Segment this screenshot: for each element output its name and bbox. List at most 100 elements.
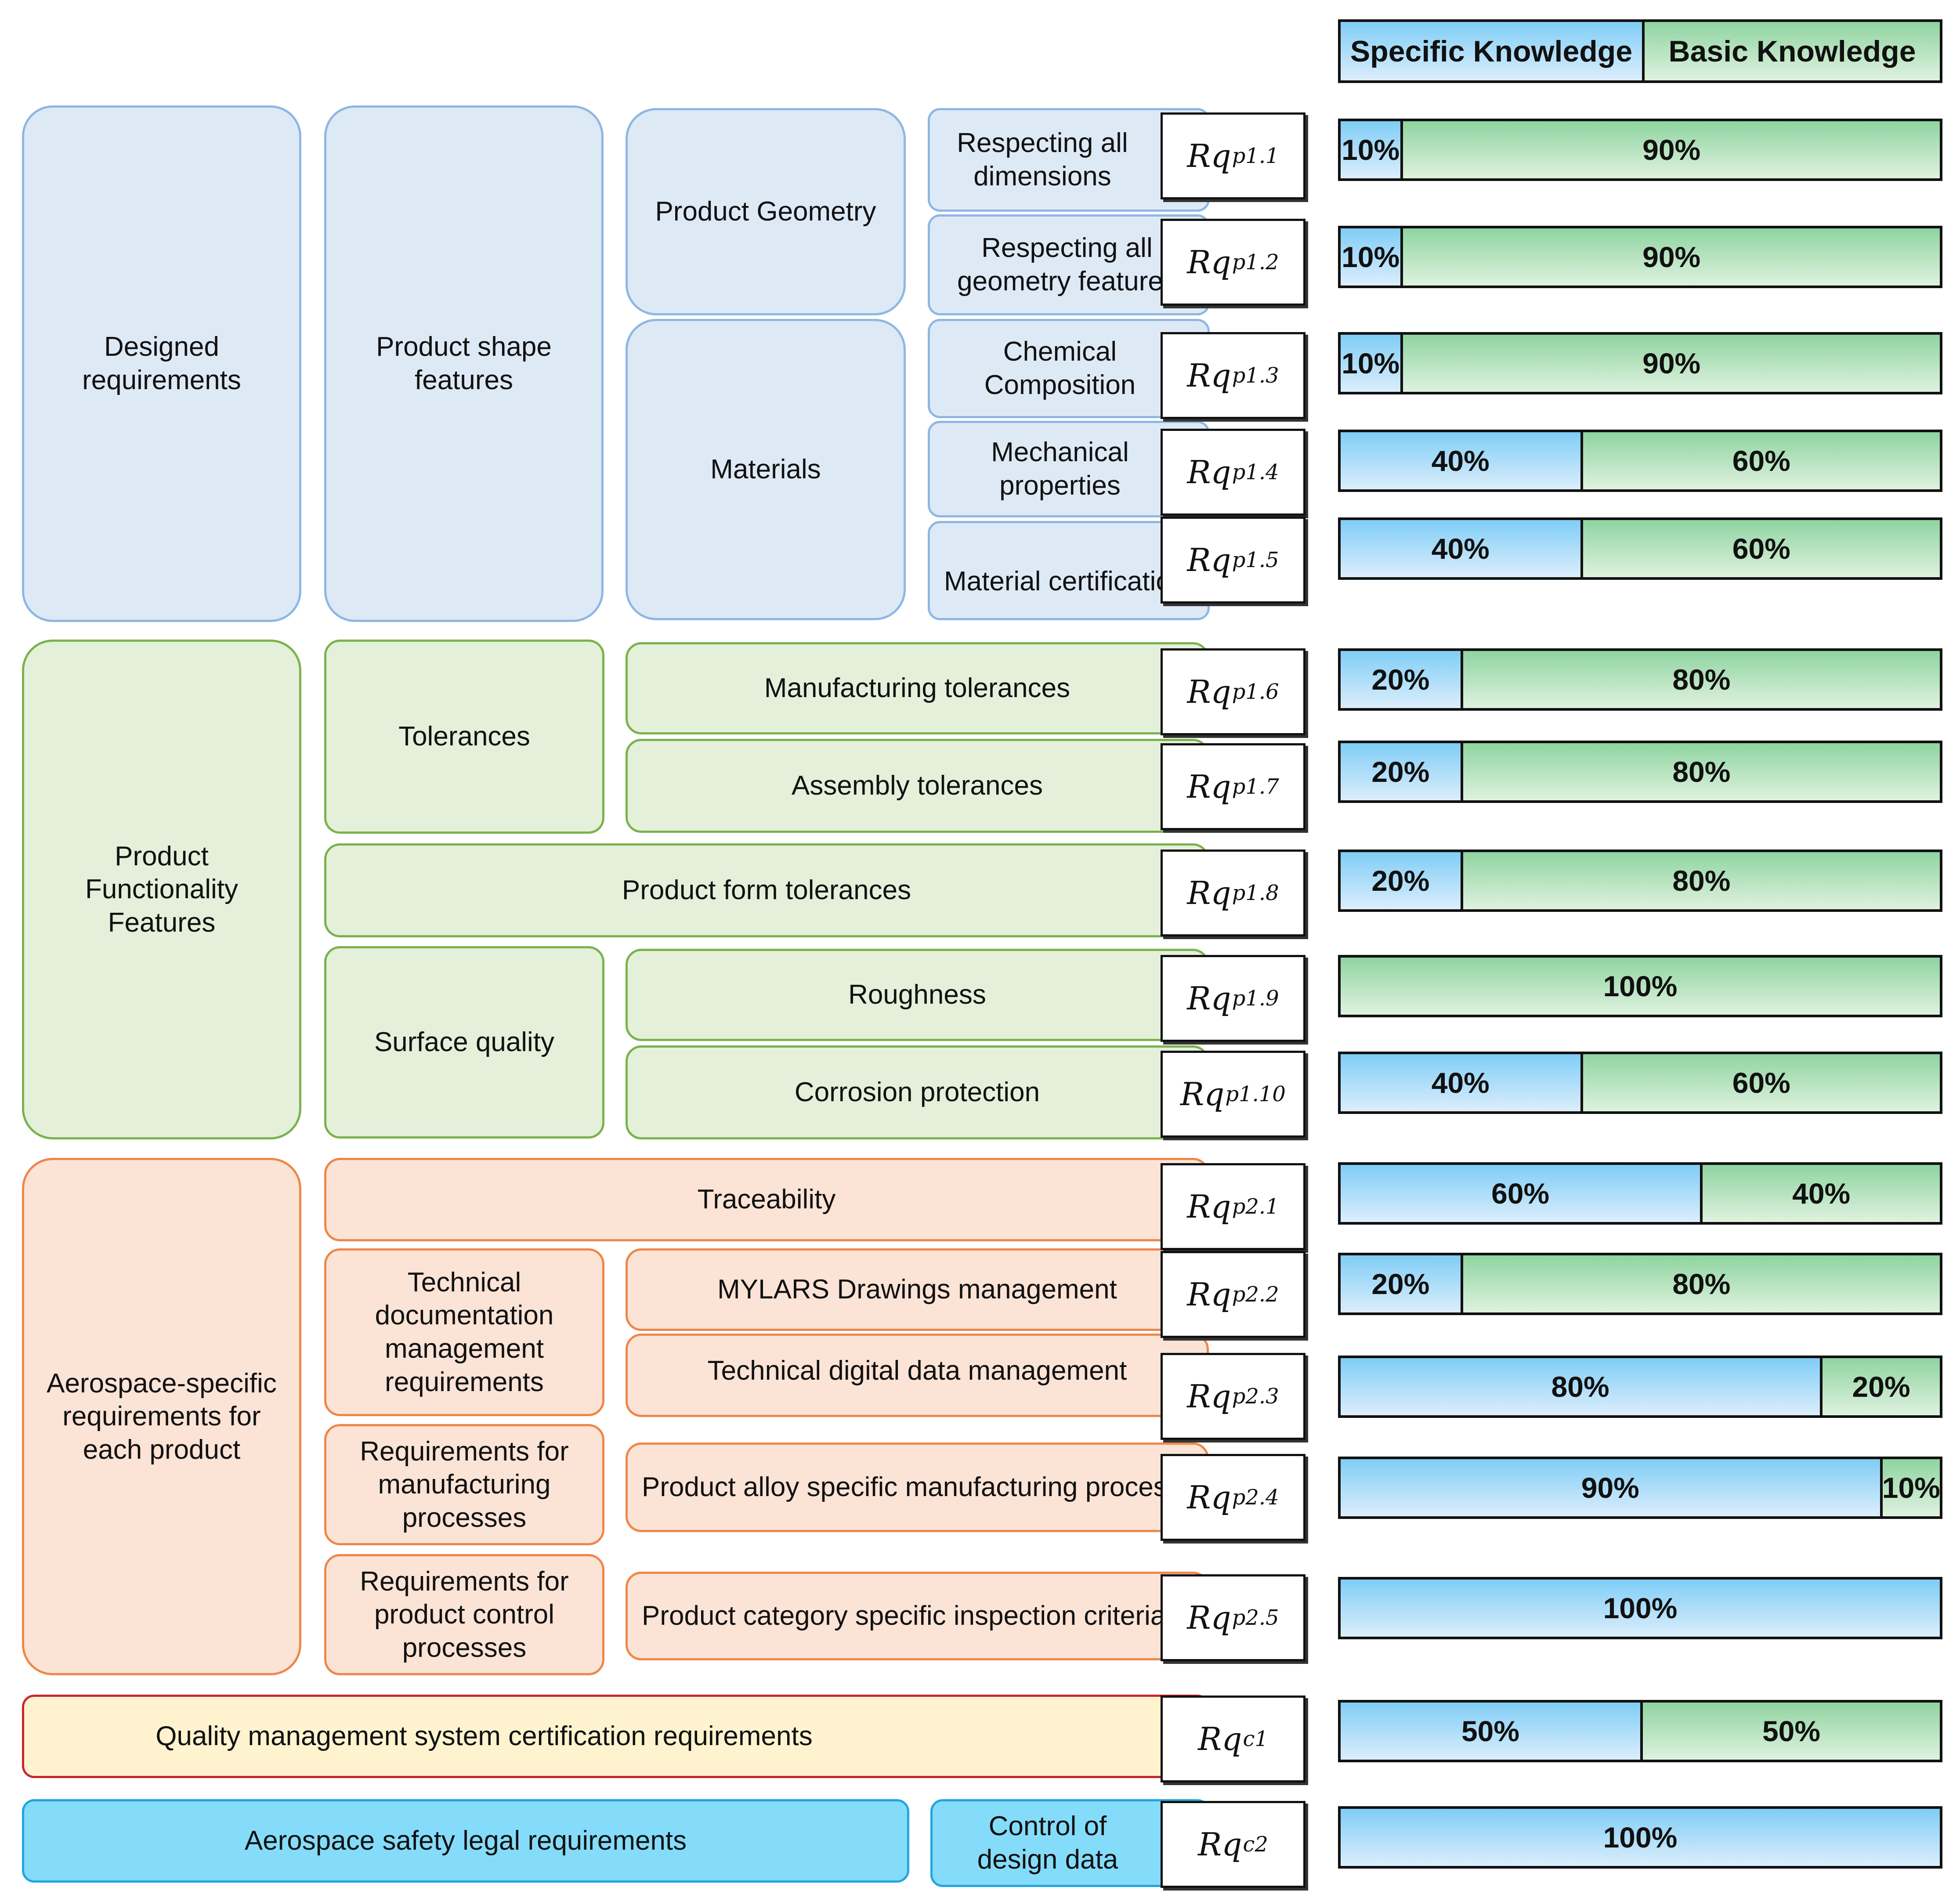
rq-tag-symbol: Rq xyxy=(1187,1188,1231,1225)
rq-tag-symbol: Rq xyxy=(1187,875,1231,911)
req-label-p1-7: Assembly tolerances xyxy=(791,770,1043,801)
group-materials: Materials xyxy=(626,319,906,620)
specific-knowledge-segment: 20% xyxy=(1341,852,1461,909)
specific-knowledge-segment: 20% xyxy=(1341,743,1461,800)
basic-knowledge-segment: 50% xyxy=(1640,1703,1940,1760)
req-label-p1-3: Chemical Composition xyxy=(984,336,1136,400)
group-aerospace-safety-legal: Aerospace safety legal requirements xyxy=(22,1799,909,1883)
group-designed-requirements: Designed requirements xyxy=(22,105,301,622)
rq-tag-symbol: Rq xyxy=(1187,1378,1231,1415)
req-box-p2-4: Product alloy specific manufacturing pro… xyxy=(626,1442,1209,1532)
basic-knowledge-segment: 60% xyxy=(1580,520,1940,577)
rq-tag-symbol: Rq xyxy=(1187,137,1231,174)
knowledge-bar-p1-1: 10%90% xyxy=(1338,119,1942,181)
group-product-geometry: Product Geometry xyxy=(626,108,906,315)
knowledge-bar-p1-4: 40%60% xyxy=(1338,430,1942,492)
group-product-shape-features-label: Product shape features xyxy=(376,332,552,395)
group-product-control-processes: Requirements for product control process… xyxy=(324,1554,604,1675)
group-product-geometry-label: Product Geometry xyxy=(655,196,876,227)
req-box-p1-9: Roughness xyxy=(626,949,1209,1041)
rq-tag-symbol: Rq xyxy=(1187,454,1231,491)
specific-knowledge-segment: 20% xyxy=(1341,651,1461,708)
knowledge-bar-p1-7: 20%80% xyxy=(1338,741,1942,803)
legend-basic-knowledge: Basic Knowledge xyxy=(1642,22,1940,80)
req-box-p1-10: Corrosion protection xyxy=(626,1045,1209,1139)
basic-knowledge-segment: 20% xyxy=(1820,1358,1940,1415)
rq-tag-symbol: Rq xyxy=(1187,673,1231,710)
rq-tag-subscript: c2 xyxy=(1243,1832,1268,1857)
req-box-p1-7: Assembly tolerances xyxy=(626,739,1209,833)
basic-knowledge-segment: 100% xyxy=(1341,958,1940,1015)
knowledge-bar-p1-9: 100% xyxy=(1338,955,1942,1017)
rq-tag-subscript: p1.1 xyxy=(1232,144,1279,168)
req-box-p1-6: Manufacturing tolerances xyxy=(626,642,1209,734)
group-tolerances: Tolerances xyxy=(324,640,604,834)
group-surface-quality-label: Surface quality xyxy=(374,1027,555,1058)
rq-tag-subscript: p1.5 xyxy=(1232,548,1279,572)
rq-tag-symbol: Rq xyxy=(1187,980,1231,1017)
group-materials-label: Materials xyxy=(710,454,821,485)
rq-tag-symbol: Rq xyxy=(1187,768,1231,805)
basic-knowledge-segment: 90% xyxy=(1400,121,1940,178)
req-label-p2-4: Product alloy specific manufacturing pro… xyxy=(642,1472,1209,1503)
knowledge-bar-p1-8: 20%80% xyxy=(1338,850,1942,912)
knowledge-bar-c1: 50%50% xyxy=(1338,1700,1942,1762)
basic-knowledge-segment: 80% xyxy=(1460,743,1940,800)
rq-tag-symbol: Rq xyxy=(1187,1479,1231,1516)
group-product-shape-features: Product shape features xyxy=(324,105,604,622)
rq-tag-subscript: p1.6 xyxy=(1232,680,1279,704)
knowledge-bar-p1-3: 10%90% xyxy=(1338,332,1942,394)
rq-tag-subscript: p1.4 xyxy=(1232,460,1279,484)
group-product-functionality-features-label: Product Functionality Features xyxy=(85,841,239,938)
req-label-p1-8: Product form tolerances xyxy=(622,875,911,906)
rq-tag-symbol: Rq xyxy=(1198,1721,1242,1757)
rq-tag-symbol: Rq xyxy=(1187,1276,1231,1313)
req-box-p1-8: Product form tolerances xyxy=(324,843,1209,937)
specific-knowledge-segment: 90% xyxy=(1341,1459,1880,1516)
specific-knowledge-segment: 100% xyxy=(1341,1809,1940,1866)
group-manufacturing-processes-label: Requirements for manufacturing processes xyxy=(360,1436,569,1533)
rq-tag-symbol: Rq xyxy=(1187,244,1231,281)
basic-knowledge-segment: 80% xyxy=(1460,1255,1940,1312)
req-label-p1-6: Manufacturing tolerances xyxy=(764,673,1070,704)
req-label-p1-4: Mechanical properties xyxy=(991,437,1129,501)
basic-knowledge-segment: 90% xyxy=(1400,228,1940,286)
req-label-p2-5: Product category specific inspection cri… xyxy=(642,1601,1166,1631)
knowledge-bar-p2-1: 60%40% xyxy=(1338,1162,1942,1225)
rq-tag-symbol: Rq xyxy=(1187,1599,1231,1636)
group-tolerances-label: Tolerances xyxy=(398,721,530,752)
rq-tag-subscript: p2.2 xyxy=(1232,1282,1279,1307)
rq-tag-subscript: p2.5 xyxy=(1232,1605,1279,1630)
knowledge-bar-p2-5: 100% xyxy=(1338,1577,1942,1639)
rq-tag-subscript: p1.9 xyxy=(1232,986,1279,1011)
group-quality-management-label: Quality management system certification … xyxy=(155,1721,813,1752)
knowledge-bar-p1-10: 40%60% xyxy=(1338,1052,1942,1114)
rq-tag-subscript: p2.3 xyxy=(1232,1384,1279,1409)
group-designed-requirements-label: Designed requirements xyxy=(82,332,241,395)
specific-knowledge-segment: 10% xyxy=(1341,121,1401,178)
group-product-control-processes-label: Requirements for product control process… xyxy=(360,1566,569,1663)
specific-knowledge-segment: 10% xyxy=(1341,228,1401,286)
legend-specific-knowledge: Specific Knowledge xyxy=(1341,22,1642,80)
specific-knowledge-segment: 40% xyxy=(1341,432,1580,489)
knowledge-bar-p1-2: 10%90% xyxy=(1338,226,1942,288)
group-surface-quality: Surface quality xyxy=(324,946,604,1139)
basic-knowledge-segment: 10% xyxy=(1880,1459,1940,1516)
rq-tag-subscript: p1.3 xyxy=(1232,363,1279,388)
rq-tag-subscript: p1.8 xyxy=(1232,881,1279,905)
group-aerospace-safety-legal-label: Aerospace safety legal requirements xyxy=(244,1826,687,1856)
req-label-p1-5: Material certification xyxy=(944,566,1186,597)
